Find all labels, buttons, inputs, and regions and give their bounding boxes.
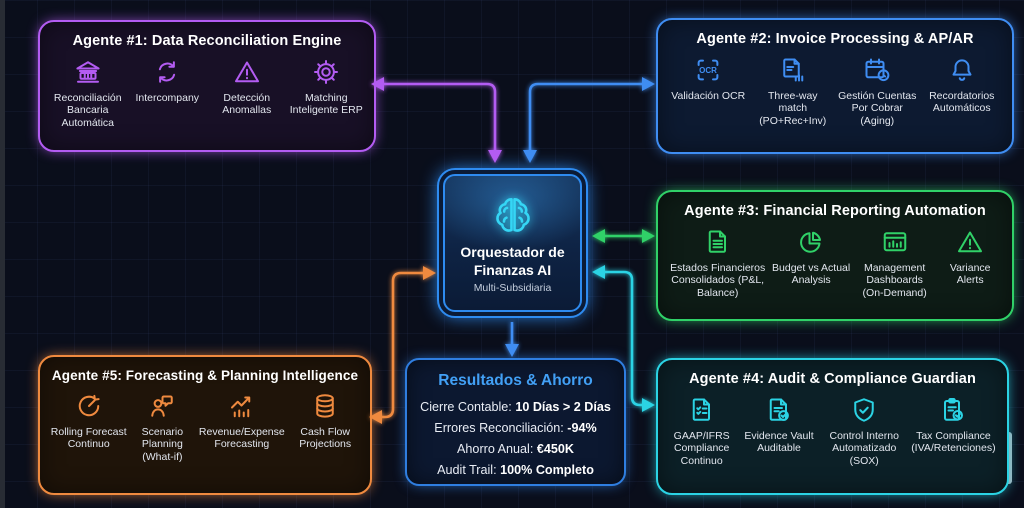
connector-agent2-orchestrator (523, 77, 655, 163)
feature-item: Matching Inteligente ERP (287, 57, 367, 117)
feature-label: GAAP/IFRS Compliance Continuo (673, 430, 730, 467)
agent-2-box: Agente #2: Invoice Processing & AP/AR OC… (656, 18, 1014, 154)
result-line: Errores Reconciliación: -94% (407, 418, 624, 439)
dashboard-icon (880, 227, 910, 257)
gear-icon (311, 57, 341, 87)
feature-item: Detección Anomallas (207, 57, 287, 117)
feature-label: Rolling Forecast Continuo (50, 426, 127, 451)
feature-item: Scenario Planning (What-if) (129, 391, 195, 463)
orchestrator-inner: Orquestador de Finanzas AI Multi-Subsidi… (443, 174, 582, 312)
feature-item: Gestión Cuentas Por Cobrar (Aging) (835, 55, 920, 127)
feature-item: Revenue/Expense Forecasting (195, 391, 288, 451)
result-line: Audit Trail: 100% Completo (407, 460, 624, 481)
agent-2-title: Agente #2: Invoice Processing & AP/AR (696, 31, 974, 47)
agent-1-title: Agente #1: Data Reconciliation Engine (72, 33, 342, 49)
result-label: Audit Trail: (437, 462, 497, 477)
sync-arrows-icon (152, 57, 182, 87)
feature-label: Matching Inteligente ERP (289, 92, 363, 117)
person-chat-icon (147, 391, 177, 421)
connector-orchestrator-results (505, 322, 519, 357)
feature-label: Control Interno Automatizado (SOX) (829, 430, 899, 467)
document-icon (703, 227, 733, 257)
orchestrator-box: Orquestador de Finanzas AI Multi-Subsidi… (437, 168, 588, 318)
result-line: Ahorro Anual: €450K (407, 439, 624, 460)
calendar-clock-icon (862, 55, 892, 85)
agent-3-title: Agente #3: Financial Reporting Automatio… (684, 203, 986, 219)
result-value: €450K (536, 441, 574, 456)
coins-icon (310, 391, 340, 421)
feature-label: Evidence Vault Auditable (744, 430, 814, 455)
feature-item: Management Dashboards (On-Demand) (853, 227, 937, 299)
feature-item: Rolling Forecast Continuo (48, 391, 129, 451)
brain-icon (489, 192, 537, 238)
feature-label: Estados Financieros Consolidados (P&L, B… (670, 262, 766, 299)
feature-item: Three-way match (PO+Rec+Inv) (751, 55, 836, 127)
result-value: -94% (567, 420, 597, 435)
shield-check-icon (849, 395, 879, 425)
feature-item: Variance Alerts (936, 227, 1004, 287)
feature-label: Cash Flow Projections (299, 426, 352, 451)
document-check-icon (764, 395, 794, 425)
results-box: Resultados & Ahorro Cierre Contable: 10 … (405, 358, 626, 486)
document-checklist-icon (687, 395, 717, 425)
feature-item: Budget vs Actual Analysis (769, 227, 853, 287)
rolling-forecast-icon (74, 391, 104, 421)
agent-5-box: Agente #5: Forecasting & Planning Intell… (38, 355, 372, 495)
connector-agent3-orchestrator (592, 229, 655, 243)
bell-icon (947, 55, 977, 85)
agent-4-box: Agente #4: Audit & Compliance Guardian G… (656, 358, 1009, 495)
screen-edge (0, 0, 5, 508)
agent-5-title: Agente #5: Forecasting & Planning Intell… (51, 368, 359, 383)
feature-item: GAAP/IFRS Compliance Continuo (666, 395, 737, 467)
feature-label: Detección Anomallas (222, 92, 272, 117)
result-label: Ahorro Anual: (457, 441, 534, 456)
feature-item: Recordatorios Automáticos (920, 55, 1005, 115)
feature-item: Evidence Vault Auditable (737, 395, 820, 455)
feature-label: Management Dashboards (On-Demand) (862, 262, 927, 299)
agent-1-box: Agente #1: Data Reconciliation Engine Re… (38, 20, 376, 152)
feature-item: Reconciliación Bancaria Automática (48, 57, 128, 129)
document-chart-icon (778, 55, 808, 85)
feature-item: OCR Validación OCR (666, 55, 751, 102)
results-title: Resultados & Ahorro (438, 372, 593, 389)
bank-icon (73, 57, 103, 87)
feature-label: Validación OCR (671, 90, 746, 102)
warning-triangle-icon (232, 57, 262, 87)
feature-label: Scenario Planning (What-if) (141, 426, 184, 463)
ocr-scan-icon: OCR (693, 55, 723, 85)
feature-item: Tax Compliance (IVA/Retenciones) (908, 395, 999, 455)
feature-label: Gestión Cuentas Por Cobrar (Aging) (838, 90, 917, 127)
result-label: Cierre Contable: (420, 400, 512, 414)
feature-label: Recordatorios Automáticos (929, 90, 995, 115)
svg-text:OCR: OCR (699, 66, 717, 75)
result-value: 100% Completo (500, 462, 594, 477)
feature-item: Intercompany (128, 57, 208, 104)
pie-chart-icon (796, 227, 826, 257)
feature-item: Control Interno Automatizado (SOX) (821, 395, 908, 467)
result-value: 10 Días > 2 Días (515, 400, 611, 414)
trend-chart-icon (227, 391, 257, 421)
feature-label: Tax Compliance (IVA/Retenciones) (911, 430, 996, 455)
connector-agent1-orchestrator (371, 77, 502, 163)
feature-item: Estados Financieros Consolidados (P&L, B… (666, 227, 769, 299)
clipboard-check-icon (938, 395, 968, 425)
result-label: Errores Reconciliación: (434, 420, 564, 435)
warning-triangle-icon (955, 227, 985, 257)
feature-label: Variance Alerts (949, 262, 991, 287)
feature-item: Cash Flow Projections (288, 391, 362, 451)
feature-label: Three-way match (PO+Rec+Inv) (759, 90, 827, 127)
feature-label: Budget vs Actual Analysis (772, 262, 851, 287)
result-line: Cierre Contable: 10 Días > 2 Días (407, 397, 624, 418)
agent-3-box: Agente #3: Financial Reporting Automatio… (656, 190, 1014, 321)
orchestrator-title: Orquestador de Finanzas AI (460, 244, 565, 278)
feature-label: Revenue/Expense Forecasting (198, 426, 285, 451)
feature-label: Reconciliación Bancaria Automática (53, 92, 122, 129)
agent-4-title: Agente #4: Audit & Compliance Guardian (689, 371, 976, 387)
feature-label: Intercompany (135, 92, 200, 104)
orchestrator-subtitle: Multi-Subsidiaria (473, 282, 552, 294)
